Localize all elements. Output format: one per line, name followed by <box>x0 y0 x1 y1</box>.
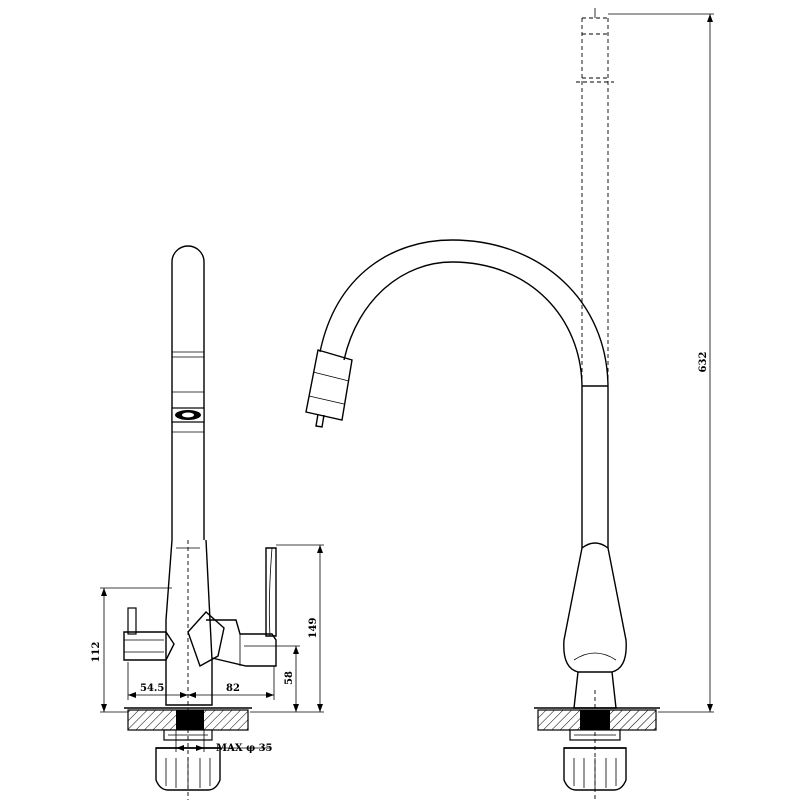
front-spout-inner <box>343 261 583 389</box>
front-body <box>563 542 627 673</box>
front-mounting-nut <box>563 747 627 791</box>
side-mounting-nut <box>155 747 221 791</box>
side-view-dimensions: 54.5 82 MAX φ 35 112 149 58 <box>91 544 324 754</box>
side-view <box>123 245 277 800</box>
dim-body-height: 149 <box>308 618 319 639</box>
front-view <box>305 8 660 800</box>
side-lever <box>265 547 277 637</box>
side-body <box>165 539 213 706</box>
side-diverter-stem <box>127 607 137 635</box>
dim-offset-left: 54.5 <box>140 683 164 694</box>
front-spout-head <box>305 349 353 421</box>
front-view-dimensions: 632 <box>608 13 714 713</box>
dim-offset-right: 82 <box>226 683 240 694</box>
side-spout <box>171 245 205 540</box>
dim-total-height: 632 <box>698 352 709 373</box>
dim-lever-height: 112 <box>91 642 102 663</box>
dim-base-to-center: 58 <box>284 671 295 685</box>
front-spout-outer <box>319 239 609 389</box>
dim-max-hole: MAX φ 35 <box>216 743 273 754</box>
